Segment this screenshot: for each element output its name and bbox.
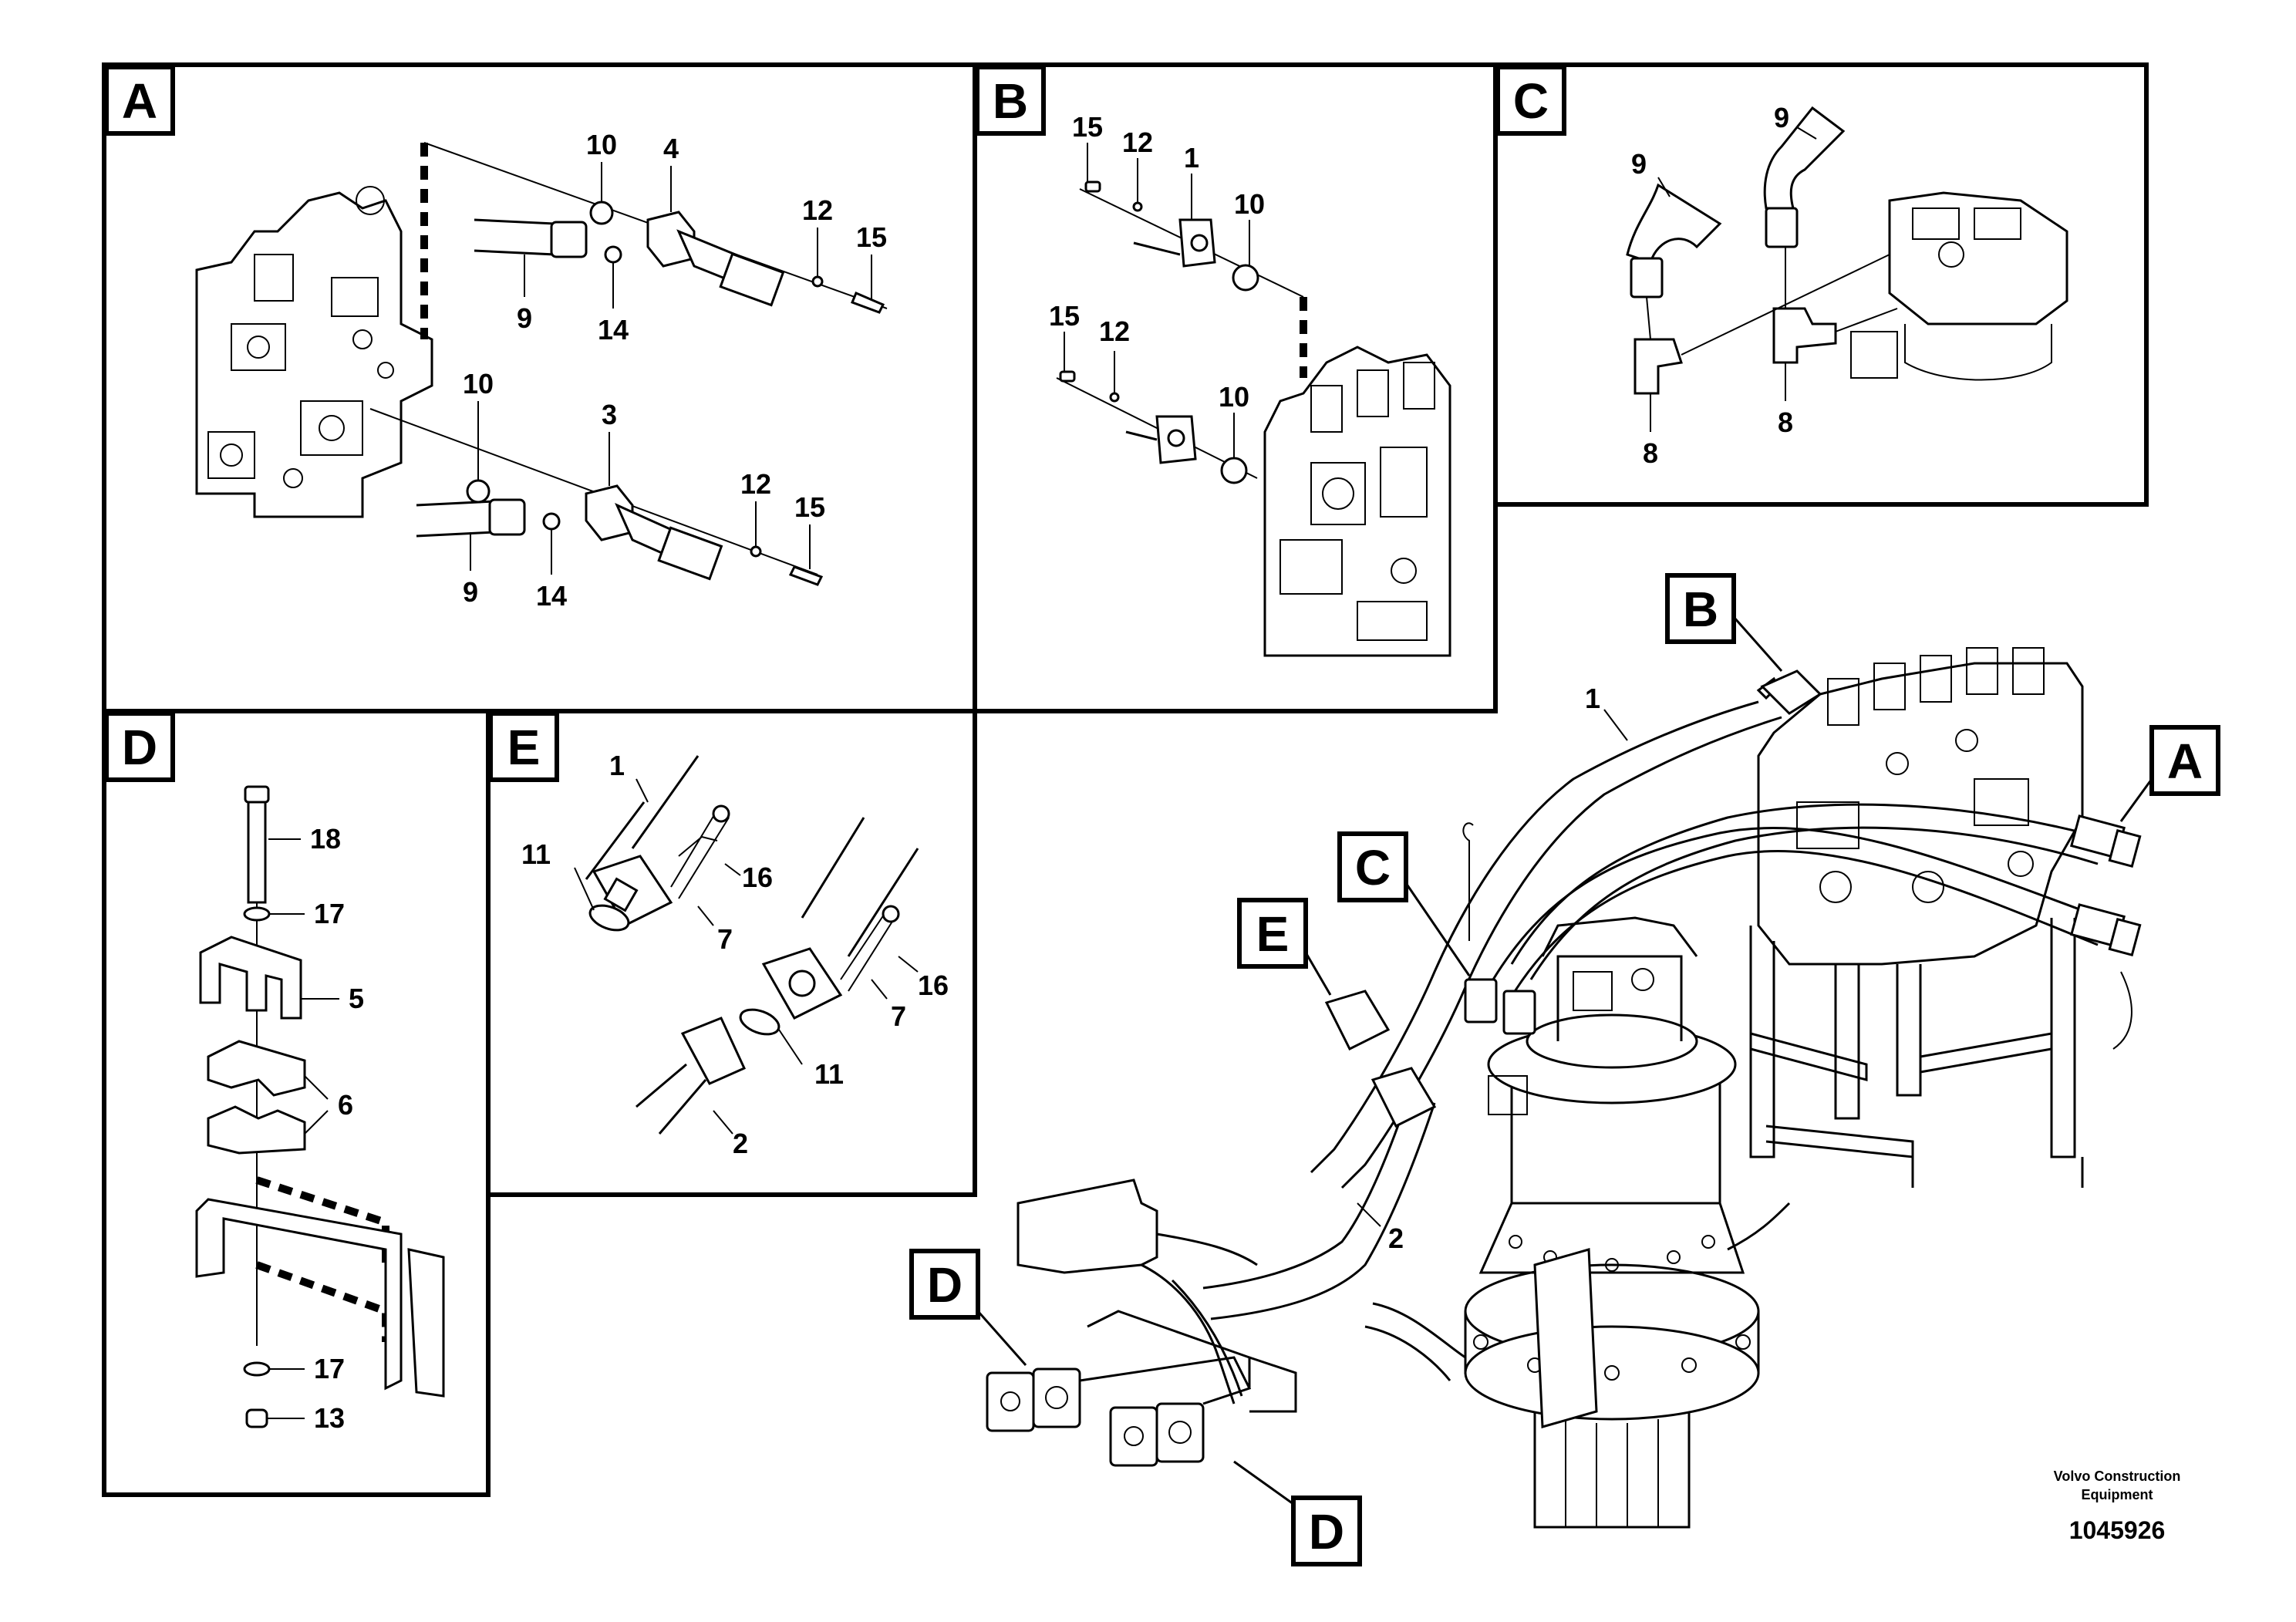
u-bracket: [195, 1198, 403, 1391]
main-flange-d-left: [986, 1371, 1035, 1432]
panel-a-callout-14-lower: 14: [536, 580, 567, 612]
panel-labels: A B C D E: [104, 65, 1566, 782]
brand-line-2: Equipment: [2082, 1487, 2153, 1502]
main-assembly-view: 1 2: [986, 647, 2142, 1529]
panel-a-callout-14-upper: 14: [598, 314, 629, 346]
clamp-5: [199, 936, 302, 1020]
panel-c-callout-8-left: 8: [1643, 437, 1658, 469]
valve-block-b: [1263, 346, 1451, 657]
control-valve-block: [195, 186, 433, 518]
panel-e-letter: E: [507, 720, 541, 775]
panel-a-frame: [102, 62, 977, 713]
washer-17-top: [243, 906, 271, 922]
main-callout-1: 1: [1585, 683, 1600, 714]
panel-a-callout-10-upper: 10: [586, 129, 617, 160]
elbow-8-left: [1633, 338, 1683, 395]
main-swing-motor: [1462, 822, 1791, 1529]
panel-d-callout-17-top: 17: [314, 898, 345, 929]
panel-b-callout-12-upper: 12: [1122, 126, 1153, 158]
panel-e-callout-2: 2: [733, 1128, 748, 1159]
ref-box-e: E: [1256, 906, 1290, 962]
panel-c-callout-9-right: 9: [1774, 102, 1789, 133]
panel-d-callout-6: 6: [338, 1089, 353, 1121]
panel-a-callout-9-upper: 9: [517, 302, 532, 334]
panel-e-callout-16-lower: 16: [918, 969, 949, 1001]
panel-b-letter: B: [993, 73, 1028, 129]
panel-a-callout-12-upper: 12: [802, 194, 833, 226]
panel-e-callout-16-upper: 16: [742, 862, 773, 893]
detail-reference-boxes: B A C E D D: [909, 573, 2220, 1566]
panel-a-callout-15-upper: 15: [856, 221, 887, 253]
panel-c-letter: C: [1513, 73, 1549, 129]
panel-e-callout-7-upper: 7: [717, 923, 733, 955]
hose-9-c-right: [1763, 106, 1846, 210]
document-number: 1045926: [2069, 1516, 2166, 1544]
clamp-half-6-upper: [207, 1040, 306, 1097]
panel-d-callout-13: 13: [314, 1402, 345, 1434]
panel-e-callout-1: 1: [609, 750, 625, 781]
panel-a-callout-4: 4: [663, 133, 679, 164]
panel-e-callout-11-upper: 11: [521, 838, 551, 870]
panel-d-letter: D: [122, 720, 157, 775]
panel-b-drawing: 15 12 1 10 15 12 10: [1049, 111, 1451, 657]
main-flange-d-right: [1109, 1406, 1158, 1467]
elbow-8-right: [1772, 307, 1837, 364]
panel-a-callout-3: 3: [602, 399, 617, 430]
hose-9-lower: [416, 500, 495, 538]
panel-b-callout-10-lower: 10: [1219, 381, 1249, 413]
panel-d-callout-17-bottom: 17: [314, 1353, 345, 1384]
panel-a-callout-12-lower: 12: [740, 468, 771, 500]
panel-a-drawing: 10 4 12 15 9 14 10 3 12 15 9 14: [195, 129, 888, 612]
swing-motor-top: [1850, 191, 2068, 381]
panel-e-callout-11-lower: 11: [814, 1058, 844, 1090]
ref-box-a: A: [2167, 733, 2203, 789]
panel-a-letter: A: [122, 73, 157, 129]
main-control-valve: [1749, 647, 2132, 1188]
bolt-18: [244, 785, 270, 804]
panel-c-callout-9-left: 9: [1631, 148, 1647, 180]
panel-c-frame: [1493, 62, 2149, 507]
panel-e-frame: [486, 709, 977, 1197]
hose-9-c-left: [1626, 183, 1722, 264]
panel-e-callout-7-lower: 7: [891, 1000, 906, 1032]
hose-9-upper: [474, 218, 557, 256]
clamp-half-6-lower: [207, 1105, 306, 1155]
panel-b-callout-12-lower: 12: [1099, 315, 1130, 347]
panel-c-drawing: 9 9 8 8: [1626, 102, 2068, 469]
ref-box-b: B: [1683, 582, 1718, 637]
panel-b-callout-10-upper: 10: [1234, 188, 1265, 220]
panel-d-callout-18: 18: [310, 823, 341, 855]
panel-b-callout-1: 1: [1184, 142, 1199, 174]
ref-box-d-bottom: D: [1309, 1504, 1344, 1560]
panel-b-callout-15-upper: 15: [1072, 111, 1103, 143]
panel-d-drawing: 18 17 5 6 17 13: [195, 785, 445, 1434]
panel-b-callout-15-lower: 15: [1049, 300, 1080, 332]
footer: Volvo Construction Equipment 1045926: [2054, 1469, 2181, 1544]
brand-line-1: Volvo Construction: [2054, 1469, 2181, 1484]
washer-17-bottom: [243, 1361, 271, 1377]
ref-box-d-left: D: [927, 1257, 963, 1313]
panel-a-callout-9-lower: 9: [463, 576, 478, 608]
panel-a-callout-10-lower: 10: [463, 368, 494, 400]
main-callout-2: 2: [1388, 1222, 1404, 1254]
panel-d-callout-5: 5: [349, 983, 364, 1014]
panel-a-callout-15-lower: 15: [794, 491, 825, 523]
nut-13: [245, 1408, 268, 1428]
ref-box-c: C: [1355, 840, 1391, 895]
panel-e-drawing: 1 11 16 7 16 7 11 2: [521, 750, 949, 1159]
panel-c-callout-8-right: 8: [1778, 406, 1793, 438]
